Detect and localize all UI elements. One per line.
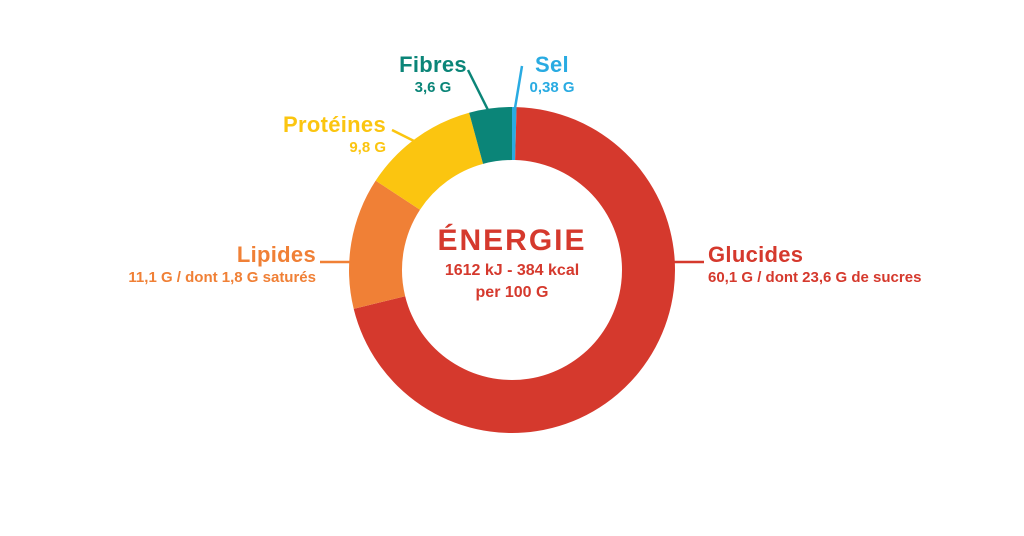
segment-fibres: [469, 107, 512, 164]
segment-lipides: [349, 180, 420, 309]
proteines-label: Protéines 9,8 G: [200, 112, 386, 157]
energy-title: ÉNERGIE: [437, 224, 587, 257]
segment-proteines: [375, 112, 484, 210]
glucides-value: 60,1 G / dont 23,6 G de sucres: [708, 269, 922, 287]
lipides-name: Lipides: [236, 242, 316, 267]
proteines-leader-line: [391, 128, 431, 151]
fibres-name: Fibres: [399, 52, 467, 77]
fibres-leader-line: [466, 69, 491, 113]
proteines-value: 9,8 G: [349, 139, 386, 157]
glucides-label: Glucides 60,1 G / dont 23,6 G de sucres: [708, 242, 998, 287]
donut-segments: [349, 107, 675, 433]
fibres-label: Fibres 3,6 G: [383, 52, 483, 97]
sel-name: Sel: [535, 52, 569, 77]
segment-sel: [512, 107, 517, 161]
proteines-name: Protéines: [283, 112, 386, 137]
lipides-value: 11,1 G / dont 1,8 G saturés: [128, 269, 316, 287]
segment-glucides: [353, 107, 675, 433]
energy-center-label: ÉNERGIE 1612 kJ - 384 kcal per 100 G: [362, 224, 662, 302]
fibres-value: 3,6 G: [414, 79, 452, 97]
sel-value: 0,38 G: [529, 79, 575, 97]
energy-kj-kcal: 1612 kJ - 384 kcal: [444, 262, 580, 279]
sel-label: Sel 0,38 G: [510, 52, 594, 97]
glucides-name: Glucides: [708, 242, 804, 267]
sel-leader-line: [513, 65, 524, 109]
energy-per-100g: per 100 G: [475, 284, 549, 301]
lipides-label: Lipides 11,1 G / dont 1,8 G saturés: [40, 242, 316, 287]
